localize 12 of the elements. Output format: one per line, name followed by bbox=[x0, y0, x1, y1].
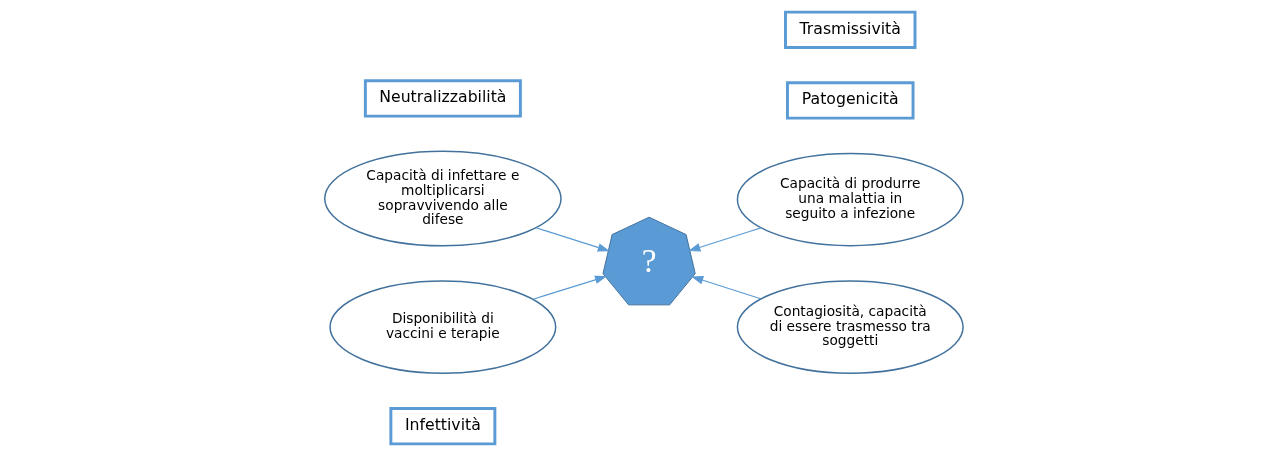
node-ellipse: Disponibilità di vaccini e terapie bbox=[329, 280, 557, 374]
node-box: Infettività bbox=[389, 407, 497, 446]
node-box: Trasmissività bbox=[784, 10, 917, 49]
node-box: Neutralizzabilità bbox=[363, 79, 522, 118]
node-ellipse: Capacità di produrre una malattia in seguito a infezione bbox=[736, 152, 964, 247]
arrow bbox=[535, 227, 610, 252]
node-box: Patogenicità bbox=[786, 81, 915, 120]
arrow bbox=[691, 276, 762, 300]
node-ellipse: Capacità di infettare e moltiplicarsi sopravvivendo alle difese bbox=[324, 150, 562, 247]
node-ellipse: Contagiosità, capacità di essere trasmesso tra soggetti bbox=[736, 280, 964, 374]
arrow bbox=[688, 227, 762, 252]
arrow bbox=[532, 275, 608, 300]
